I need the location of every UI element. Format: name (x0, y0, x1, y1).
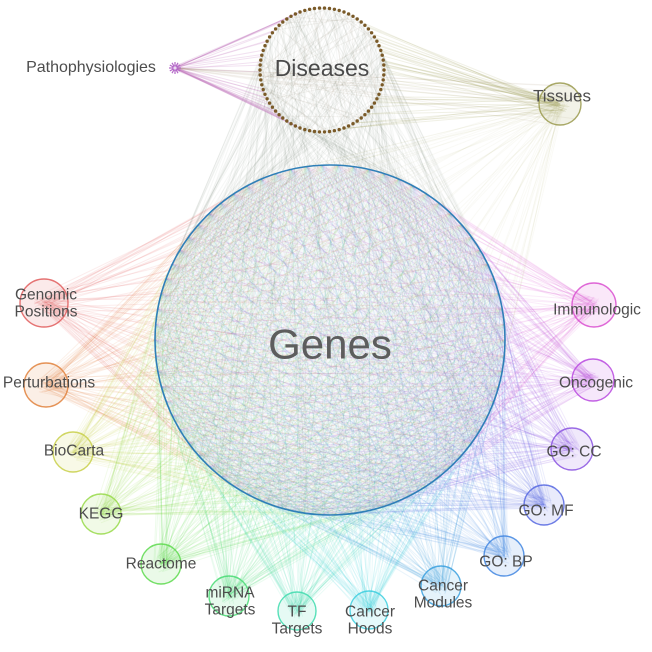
node-kegg[interactable] (80, 493, 122, 535)
edge-bundle-genes-genes (154, 164, 506, 516)
edge-bundle-biocarta-genes (64, 164, 506, 516)
edge-bundle-immunologic-genes (154, 164, 602, 516)
edge-bundle-diseases-pathophysiologies (172, 10, 303, 129)
edge-bundle-cancer-modules-genes (154, 165, 506, 595)
edge-bundle-tf-targets-genes (154, 165, 506, 620)
edge-bundle-mirna-targets-genes (154, 165, 506, 605)
node-immunologic[interactable] (571, 282, 617, 328)
node-go-bp[interactable] (483, 535, 525, 577)
edge-bundle-go-cc-genes (154, 164, 581, 516)
node-go-cc[interactable] (550, 427, 594, 471)
node-biocarta[interactable] (52, 431, 94, 473)
edge-bundle-reactome-genes (153, 164, 506, 573)
edge-bundle-tissues-genes (154, 95, 569, 515)
edge-bundle-diseases-tissues (339, 21, 570, 130)
node-diseases-ring (258, 6, 386, 134)
node-genes[interactable] (154, 164, 506, 516)
node-oncogenic[interactable] (571, 358, 615, 402)
edge-bundle-perturbations-genes (36, 164, 506, 516)
edge-bundle-pathophysiologies-tissues (174, 67, 581, 126)
node-tissues[interactable] (538, 82, 582, 126)
node-cancer-modules[interactable] (420, 565, 462, 607)
node-go-mf[interactable] (523, 484, 565, 526)
node-perturbations[interactable] (23, 362, 69, 408)
edge-bundle-kegg-genes (92, 164, 506, 524)
node-tf-targets[interactable] (277, 591, 317, 631)
node-cancer-hoods[interactable] (349, 590, 389, 630)
node-pathophysiologies[interactable] (169, 62, 181, 74)
edge-bundle-genomic-positions-genes (33, 164, 506, 516)
node-reactome[interactable] (140, 543, 182, 585)
node-diseases[interactable] (260, 8, 384, 132)
node-genomic-positions[interactable] (19, 278, 69, 328)
edge-bundle-go-bp-genes (154, 164, 513, 564)
node-mirna-targets[interactable] (208, 575, 250, 617)
edge-bundle-diseases-diseases (259, 7, 385, 133)
